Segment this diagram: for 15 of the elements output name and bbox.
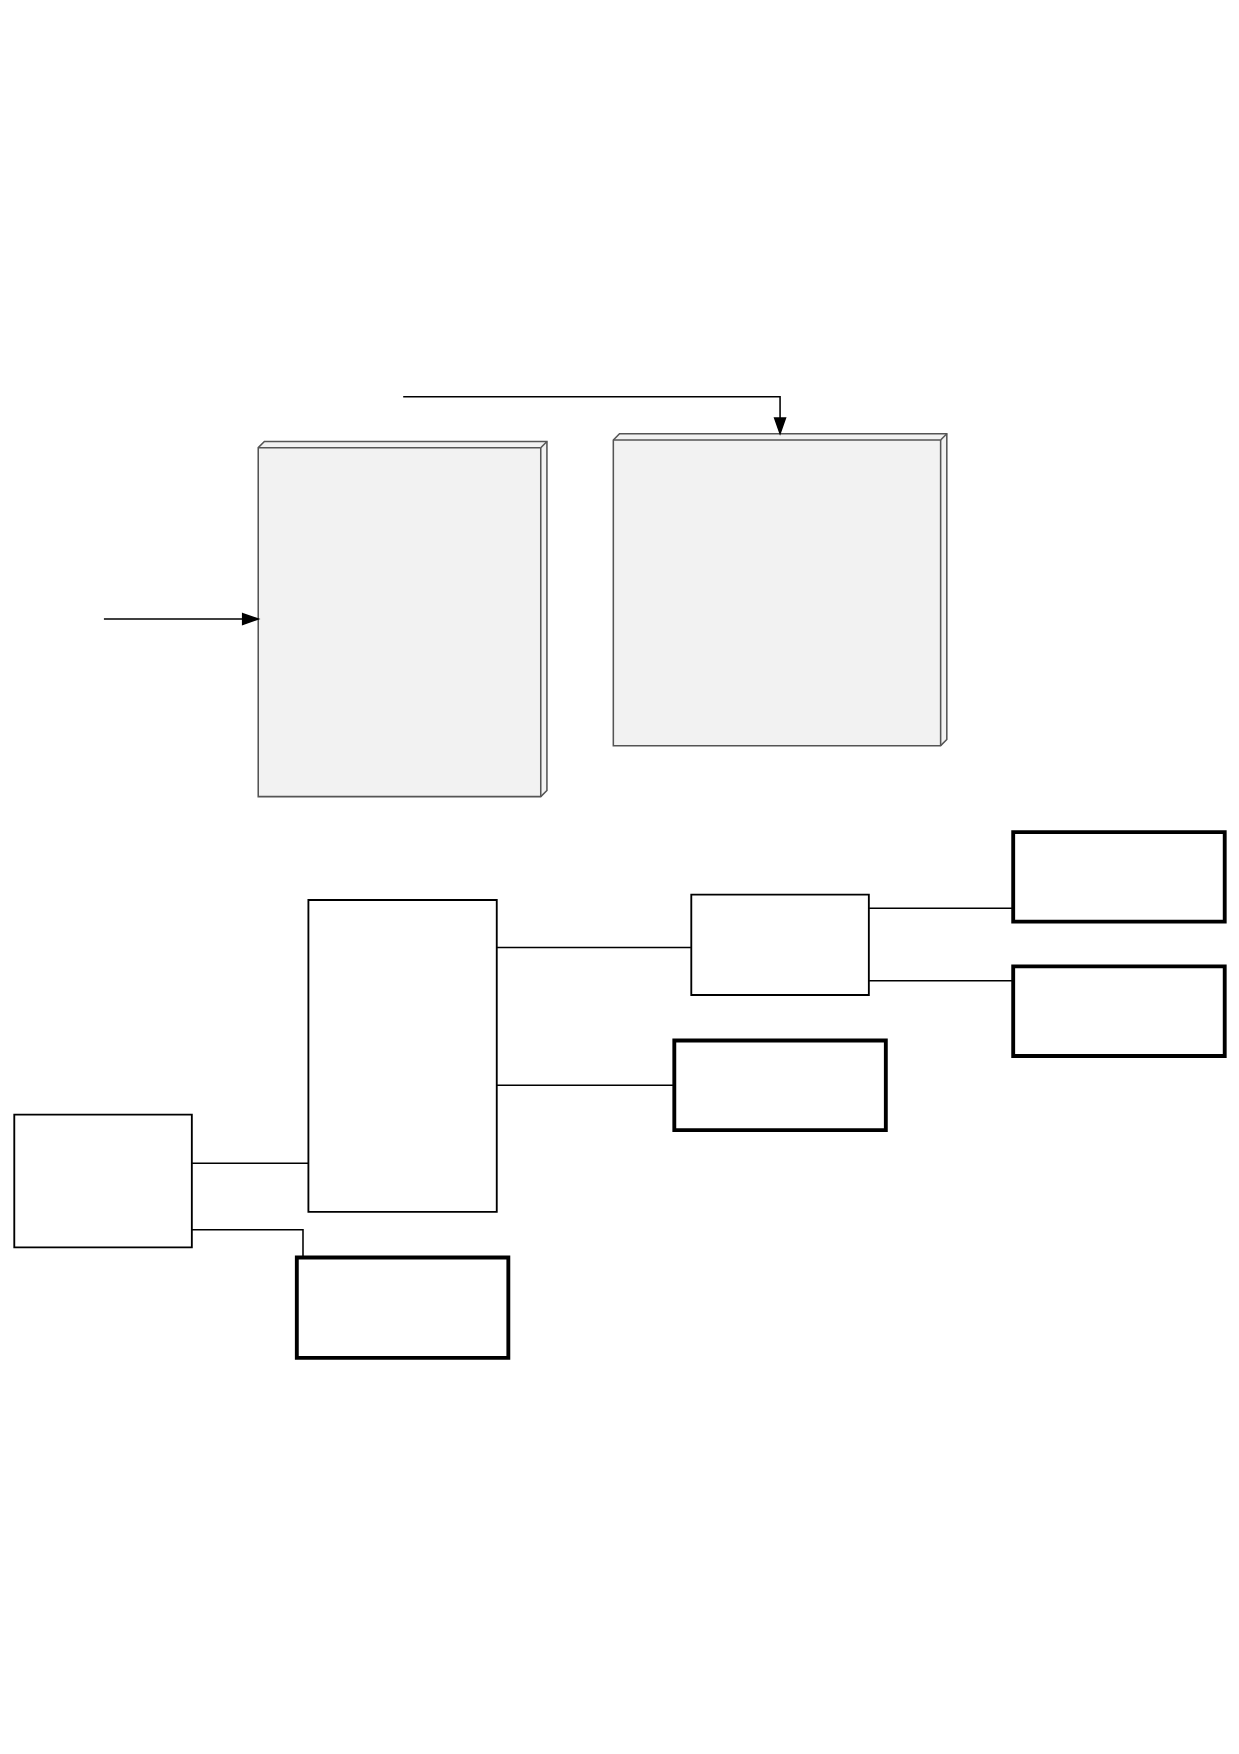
arrow xyxy=(402,395,787,436)
connector xyxy=(868,907,1014,909)
node-box xyxy=(307,899,498,1213)
node-box xyxy=(1011,964,1227,1058)
connector xyxy=(496,946,692,949)
node-box xyxy=(294,1255,511,1360)
node-box xyxy=(690,893,870,996)
connector xyxy=(868,979,1014,982)
connector xyxy=(191,1162,309,1165)
node-box xyxy=(13,1113,193,1249)
arrow xyxy=(103,612,261,626)
node-box xyxy=(672,1038,888,1133)
node-box xyxy=(1011,830,1227,924)
connector xyxy=(496,1084,675,1087)
connector xyxy=(191,1228,304,1259)
